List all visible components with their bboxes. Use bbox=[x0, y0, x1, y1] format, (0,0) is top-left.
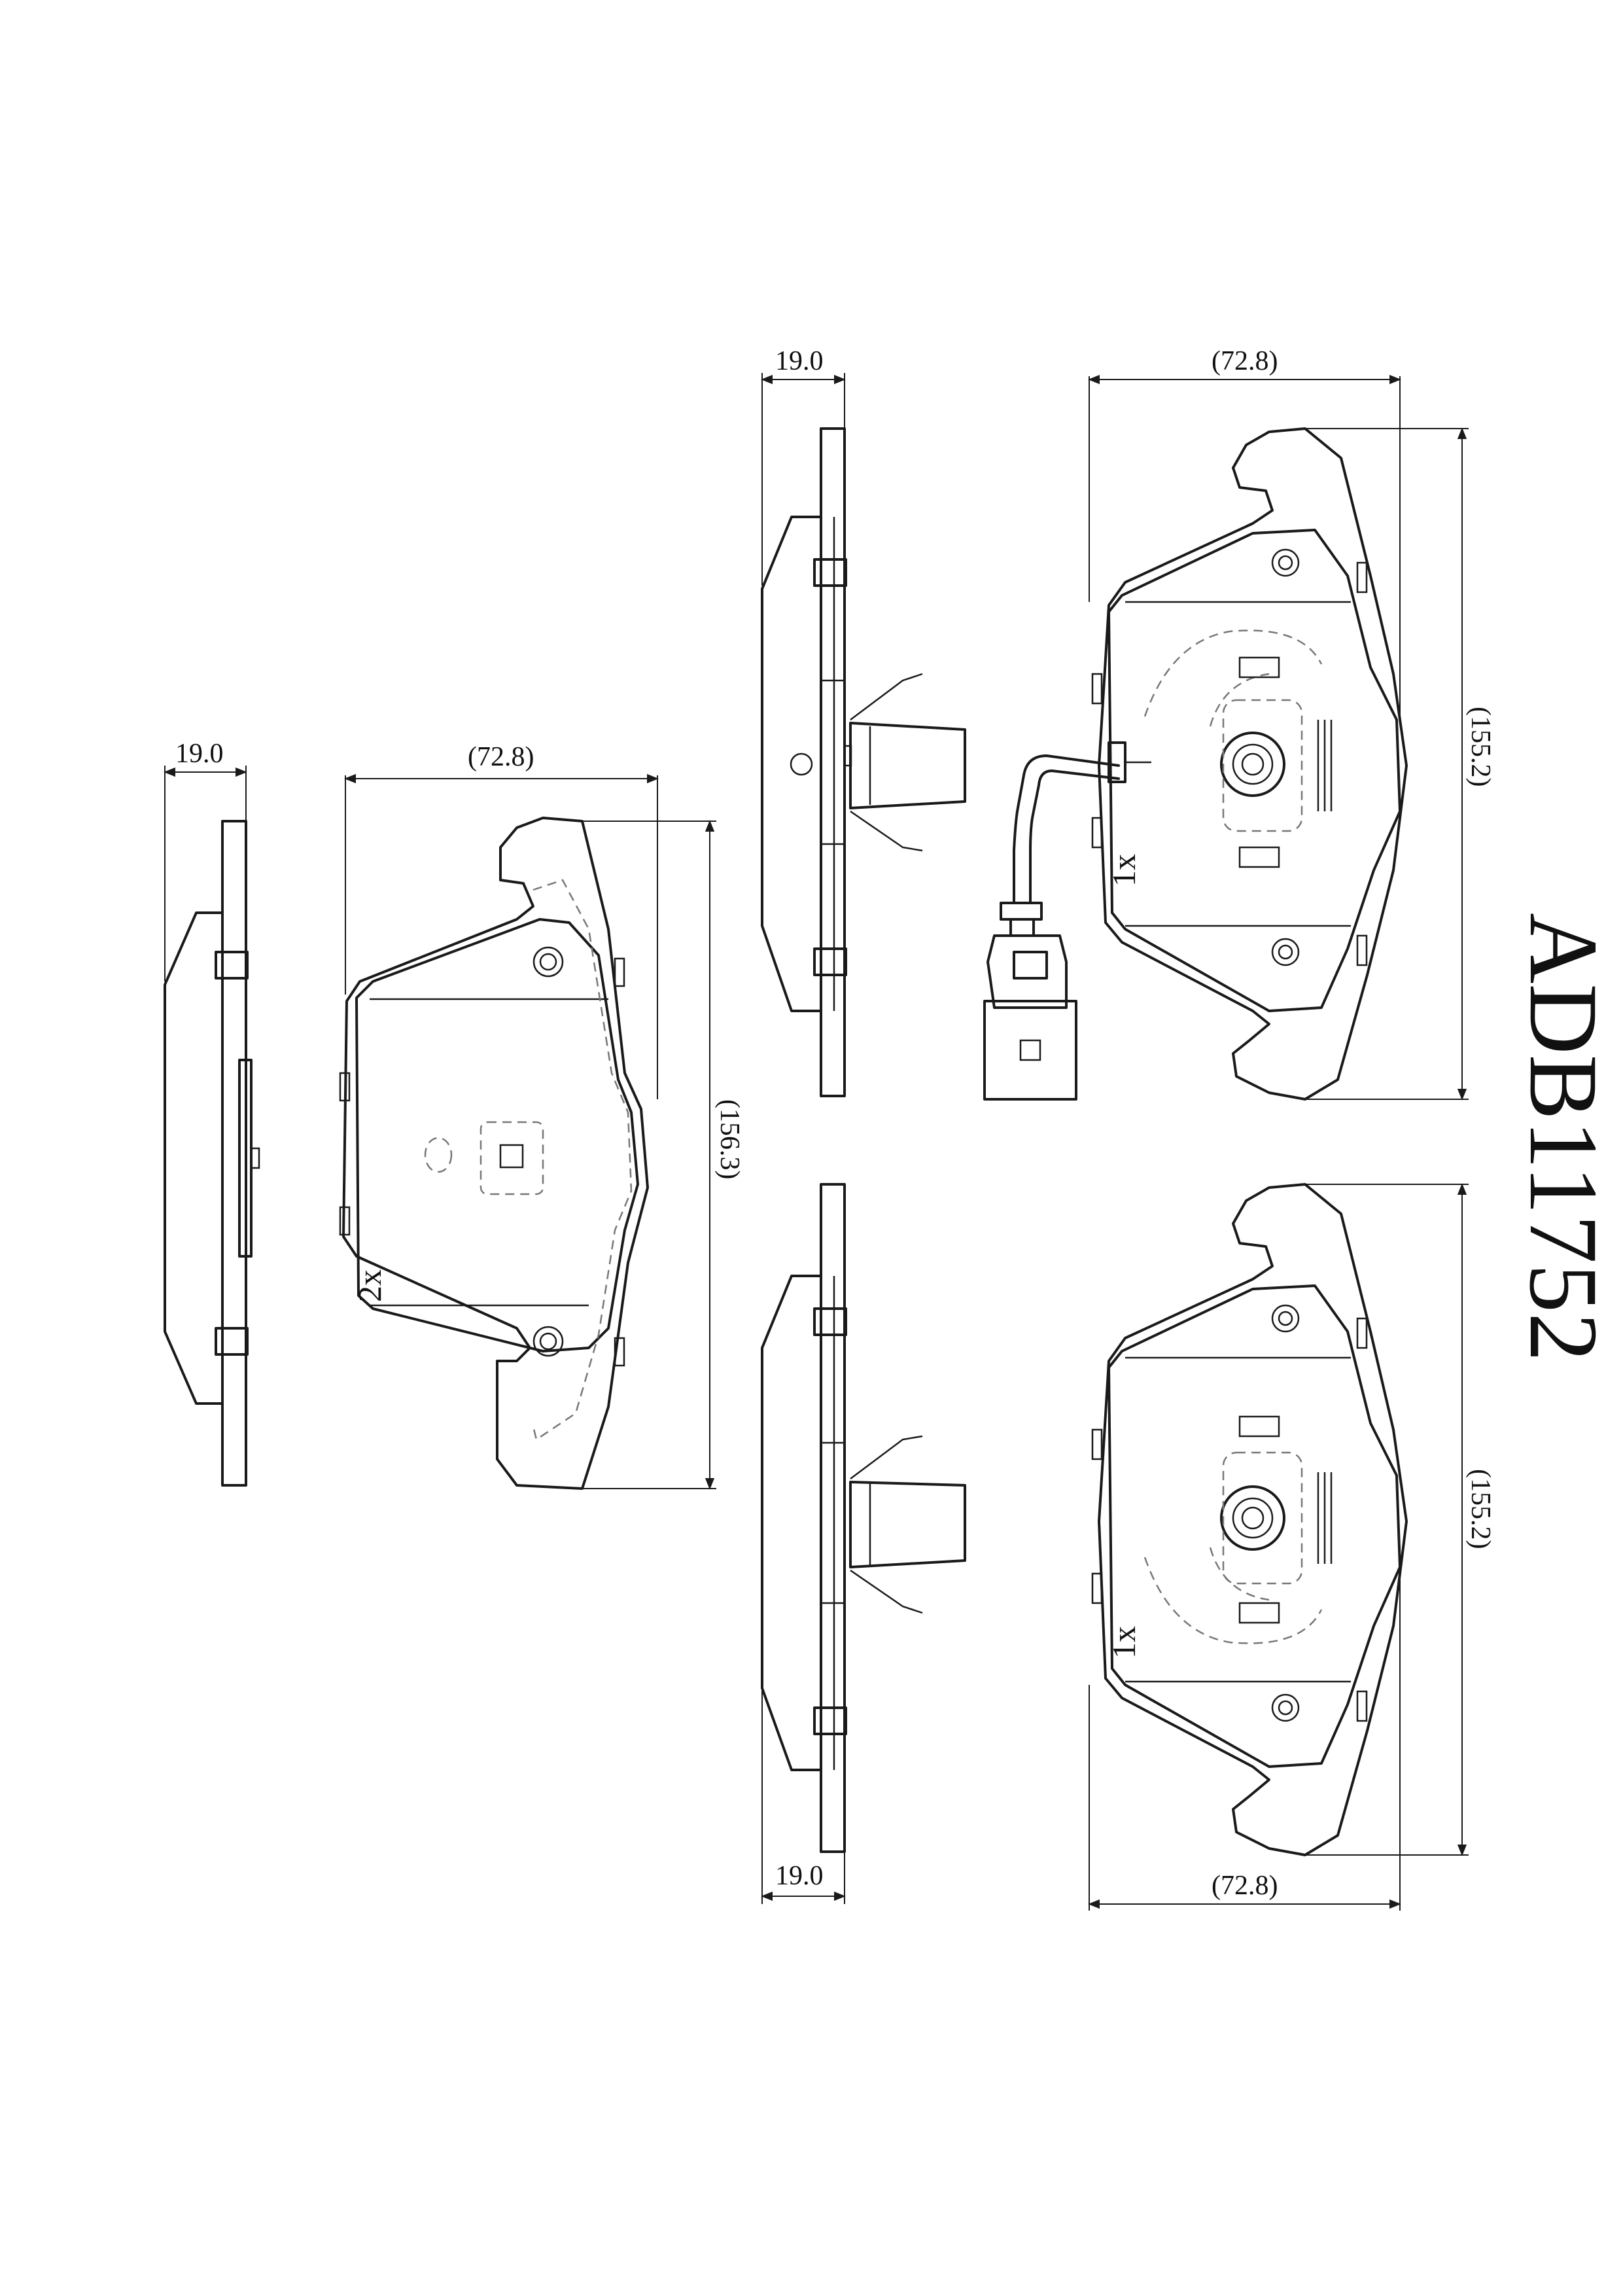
left-pad-thickness-label: 19.0 bbox=[175, 739, 224, 769]
left-pad-height-label: (156.3) bbox=[714, 1099, 744, 1179]
left-pad-width-label: (72.8) bbox=[468, 742, 534, 772]
top-right-pad-thickness-dimension bbox=[761, 373, 846, 586]
top-right-pad-height-dimension bbox=[1305, 427, 1469, 1101]
left-pad-quantity: 2x bbox=[351, 1269, 388, 1302]
bottom-right-pad-thickness-label: 19.0 bbox=[775, 1861, 824, 1891]
left-pad-height-dimension bbox=[582, 820, 716, 1490]
top-right-pad-thickness-label: 19.0 bbox=[775, 346, 824, 376]
top-right-pad-height-label: (155.2) bbox=[1465, 707, 1495, 786]
top-right-pad-width-label: (72.8) bbox=[1212, 346, 1278, 376]
part-number-title: ADB11752 bbox=[1509, 913, 1618, 1362]
bottom-right-pad-height-label: (155.2) bbox=[1465, 1469, 1495, 1549]
top-right-wear-sensor-wire bbox=[983, 741, 1151, 1101]
bottom-right-pad-quantity: 1x bbox=[1106, 1626, 1142, 1659]
left-pad-face-view bbox=[339, 817, 649, 1490]
bottom-right-pad-height-dimension bbox=[1305, 1183, 1469, 1856]
left-pad-side-view bbox=[164, 820, 260, 1487]
left-pad-thickness-dimension bbox=[164, 766, 247, 981]
top-right-pad-side-view bbox=[761, 427, 966, 1097]
left-pad-width-dimension bbox=[344, 773, 659, 1099]
bottom-right-pad-width-dimension bbox=[1088, 1570, 1401, 1911]
top-right-pad-width-dimension bbox=[1088, 374, 1401, 720]
bottom-right-pad-face-view bbox=[1091, 1183, 1408, 1856]
top-right-pad-quantity: 1x bbox=[1106, 854, 1142, 887]
top-right-pad-face-view bbox=[1091, 427, 1408, 1101]
bottom-right-pad-thickness-dimension bbox=[761, 1688, 846, 1904]
bottom-right-pad-side-view bbox=[761, 1183, 966, 1853]
bottom-right-pad-width-label: (72.8) bbox=[1212, 1871, 1278, 1901]
